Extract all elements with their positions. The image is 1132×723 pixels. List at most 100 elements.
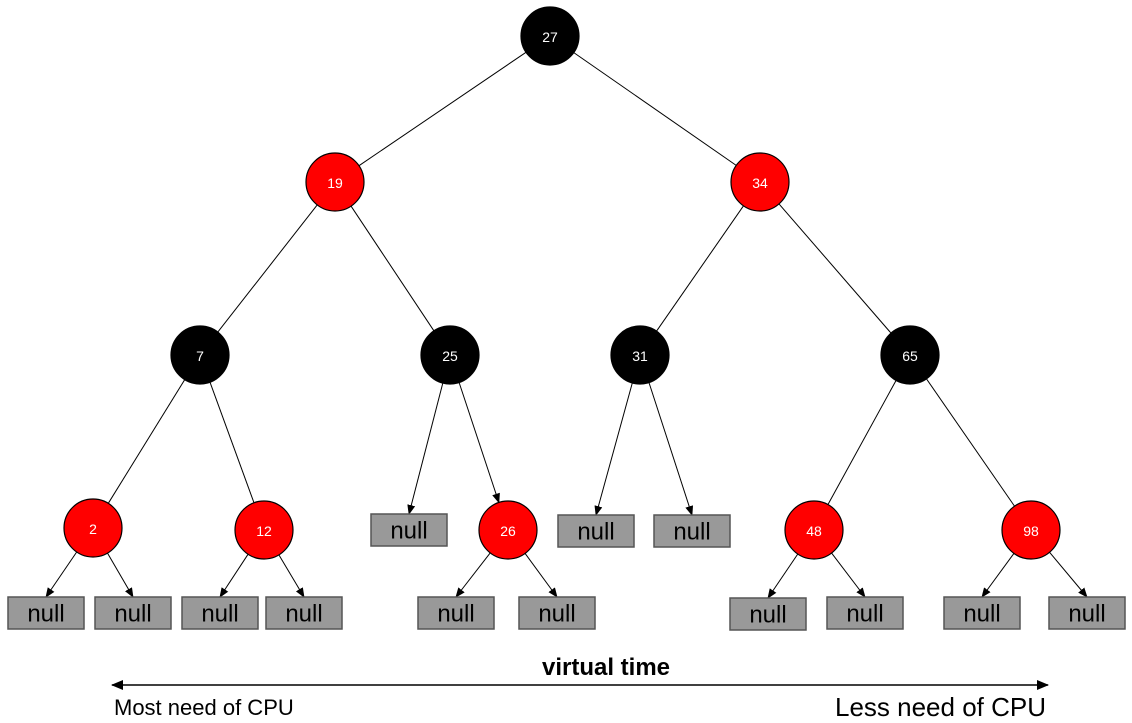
tree-node-48: 48 <box>784 500 844 560</box>
red-node-circle <box>478 500 538 560</box>
red-node-circle <box>784 500 844 560</box>
node-label: 34 <box>752 175 768 191</box>
null-label: null <box>201 601 238 628</box>
null-leaf: null <box>94 596 172 630</box>
red-node-circle <box>730 152 790 212</box>
edge-n25-null25L <box>407 382 444 515</box>
null-leaf: null <box>417 596 495 630</box>
null-leaf: null <box>653 514 731 548</box>
edge-n65-n98 <box>926 378 1015 507</box>
null-label: null <box>673 519 710 546</box>
edge-n25-n26 <box>458 382 500 504</box>
null-box <box>653 514 731 548</box>
node-label: 26 <box>500 523 516 539</box>
null-leaf: null <box>1048 596 1126 630</box>
null-box <box>943 596 1021 630</box>
edge-n27-n34 <box>573 52 737 166</box>
null-box <box>557 514 635 548</box>
edge-n26-null26R <box>524 553 558 598</box>
edge-n98-null98L <box>981 553 1015 598</box>
edge-n27-n19 <box>358 51 527 167</box>
node-label: 48 <box>806 523 822 539</box>
null-leaf: null <box>518 596 596 630</box>
edge-n19-n25 <box>350 205 435 332</box>
red-node-circle <box>305 152 365 212</box>
node-label: 7 <box>196 348 204 364</box>
null-leaf: null <box>370 513 448 547</box>
null-leaf: null <box>943 596 1021 630</box>
null-leaf: null <box>826 596 904 630</box>
edge-n12-null12R <box>278 554 305 598</box>
tree-node-2: 2 <box>63 498 123 558</box>
null-label: null <box>749 602 786 629</box>
node-label: 98 <box>1023 523 1039 539</box>
node-label: 27 <box>542 29 558 45</box>
node-label: 25 <box>442 348 458 364</box>
null-box <box>370 513 448 547</box>
edge-n48-null48L <box>767 553 799 599</box>
null-box <box>518 596 596 630</box>
null-label: null <box>846 601 883 628</box>
tree-node-31: 31 <box>610 325 670 385</box>
edge-n2-null2L <box>45 551 78 598</box>
tree-node-7: 7 <box>170 325 230 385</box>
black-node-circle <box>520 6 580 66</box>
null-label: null <box>390 518 427 545</box>
null-label: null <box>437 601 474 628</box>
null-leaf: null <box>729 597 807 631</box>
red-node-circle <box>63 498 123 558</box>
null-label: null <box>963 601 1000 628</box>
tree-node-98: 98 <box>1001 500 1061 560</box>
edge-n48-null48R <box>831 552 866 598</box>
tree-node-65: 65 <box>880 325 940 385</box>
tree-node-25: 25 <box>420 325 480 385</box>
tree-node-26: 26 <box>478 500 538 560</box>
axis-left-label: Most need of CPU <box>114 695 294 720</box>
tree-node-27: 27 <box>520 6 580 66</box>
edge-n7-n2 <box>107 379 186 504</box>
axis-title: virtual time <box>542 654 670 681</box>
tree-node-12: 12 <box>234 500 294 560</box>
tree-node-19: 19 <box>305 152 365 212</box>
null-leaf: null <box>557 514 635 548</box>
null-label: null <box>538 601 575 628</box>
edge-n7-n12 <box>209 382 255 503</box>
edge-n19-n7 <box>217 204 318 333</box>
tree-edges <box>45 51 1088 599</box>
edge-n98-null98R <box>1049 551 1088 598</box>
black-node-circle <box>880 325 940 385</box>
null-label: null <box>27 601 64 628</box>
null-label: null <box>285 601 322 628</box>
edge-n65-n48 <box>827 380 897 505</box>
edge-n34-n31 <box>656 205 744 332</box>
edge-n34-n65 <box>778 203 892 334</box>
null-label: null <box>577 519 614 546</box>
null-box <box>265 596 343 630</box>
null-box <box>94 596 172 630</box>
null-label: null <box>1068 601 1105 628</box>
node-label: 2 <box>89 521 97 537</box>
red-node-circle <box>234 500 294 560</box>
tree-nodes: 27 19 34 7 25 31 65 2 12 26 48 98 <box>63 6 1061 560</box>
edge-n26-null26L <box>455 552 491 598</box>
virtual-time-axis: virtual time Most need of CPU Less need … <box>111 654 1049 722</box>
null-box <box>729 597 807 631</box>
node-label: 12 <box>256 523 272 539</box>
edge-n31-null31R <box>648 382 694 516</box>
tree-node-34: 34 <box>730 152 790 212</box>
null-box <box>826 596 904 630</box>
null-leaves: null null null null null null null null null null… <box>7 513 1126 631</box>
null-box <box>181 596 259 630</box>
null-leaf: null <box>181 596 259 630</box>
black-node-circle <box>420 325 480 385</box>
edge-n31-null31L <box>594 382 633 516</box>
null-leaf: null <box>265 596 343 630</box>
null-box <box>417 596 495 630</box>
edge-n2-null2R <box>107 552 134 598</box>
red-node-circle <box>1001 500 1061 560</box>
node-label: 19 <box>327 175 343 191</box>
null-label: null <box>114 601 151 628</box>
axis-right-label: Less need of CPU <box>835 692 1046 722</box>
null-box <box>7 596 85 630</box>
